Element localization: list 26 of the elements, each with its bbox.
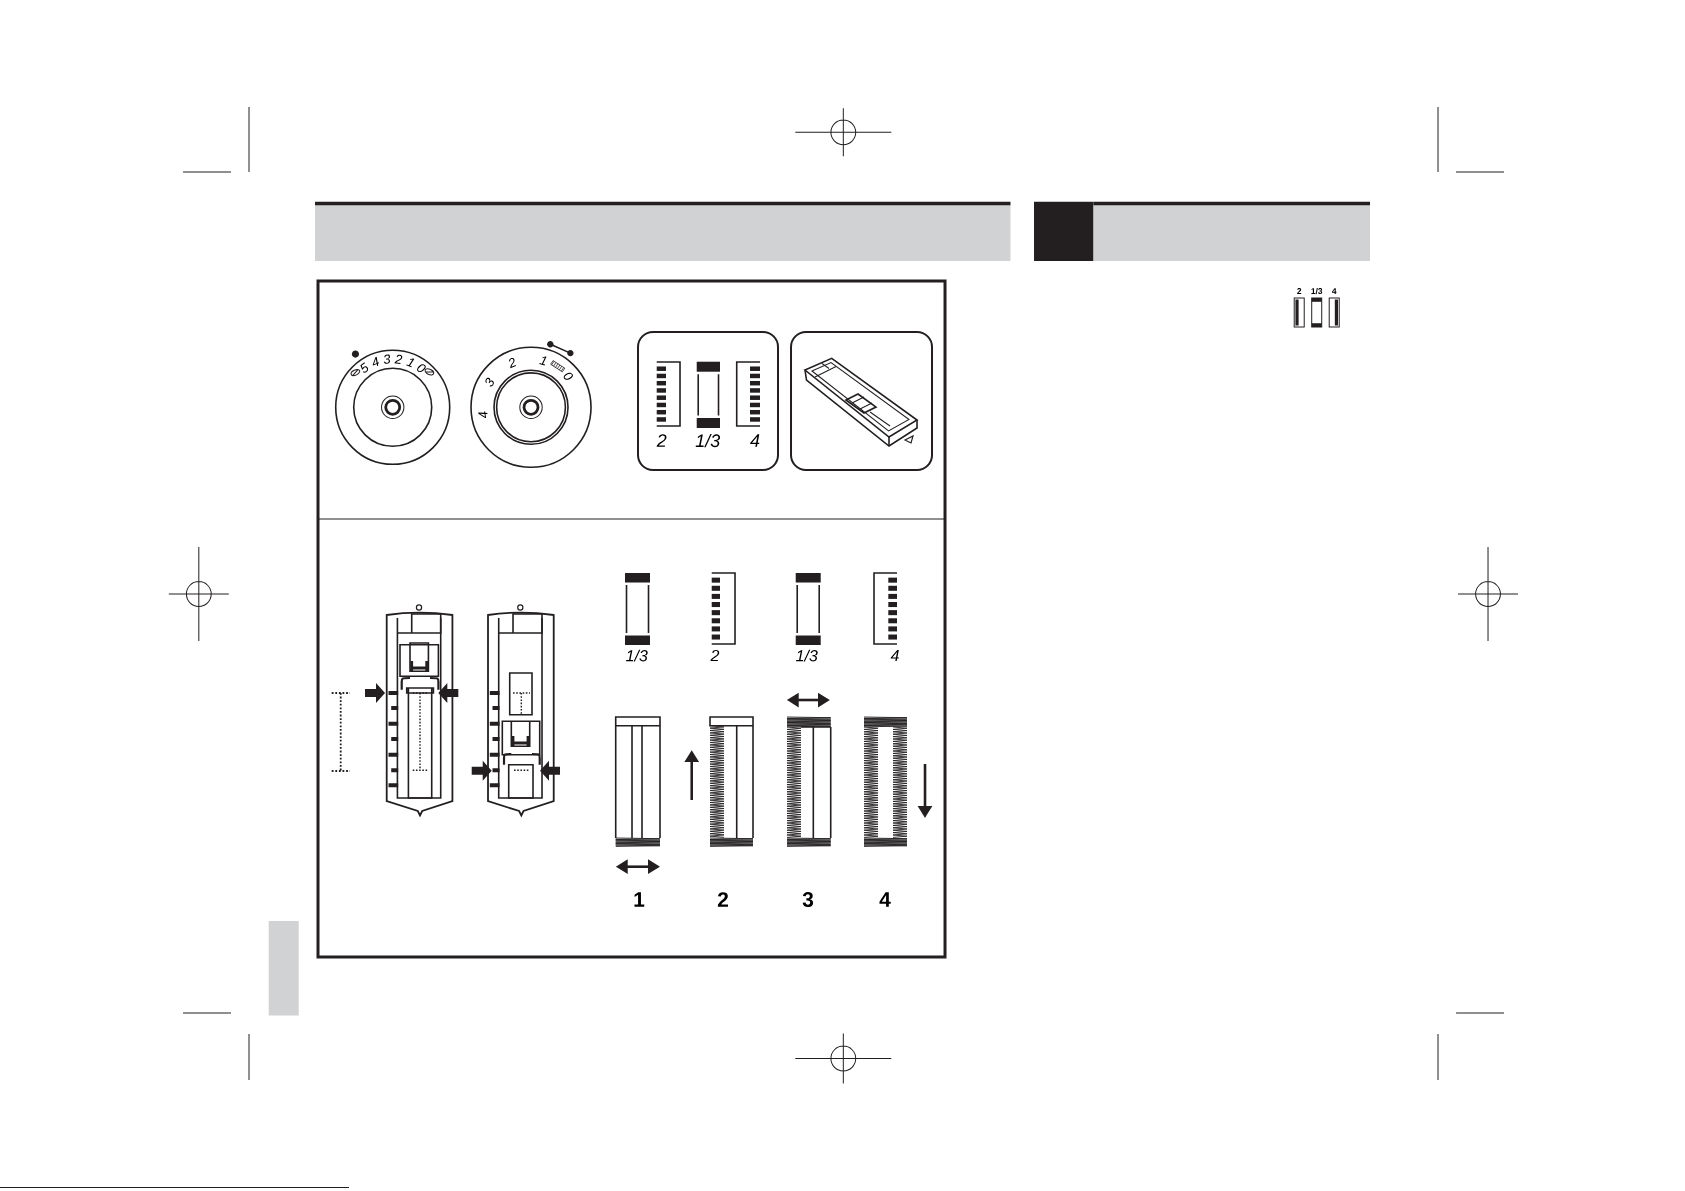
step-number: 4 [879,892,891,907]
dial-number: 0 [563,372,573,380]
dial-number: 5 [360,362,369,373]
dial-number: 3 [383,354,390,364]
dial-number: 2 [394,354,403,364]
symbol-label: 1/3 [695,433,721,448]
dial-number: 1 [539,356,547,366]
symbol-label: 4 [890,650,899,661]
symbol-label: 2 [710,649,720,662]
symbol-label: 1/3 [626,649,648,662]
symbol-label: 4 [750,434,760,447]
symbol-label: 1/3 [796,649,818,662]
dial-number: 3 [485,377,494,387]
side-tab [268,921,299,1016]
symbol-label: 2 [656,434,667,447]
step-number: 3 [802,892,814,907]
dial-number: 1 [406,358,415,368]
dial-number: 4 [478,411,488,418]
icon-label: 1/3 [1311,287,1323,295]
step-number: 2 [717,892,728,907]
dial-number: 2 [509,357,516,369]
icon-label: 2 [1297,288,1302,294]
step-number: 1 [634,892,645,907]
dial-number: 4 [372,356,379,367]
dial-number: 0 [417,364,426,373]
icon-label: 4 [1332,288,1337,294]
